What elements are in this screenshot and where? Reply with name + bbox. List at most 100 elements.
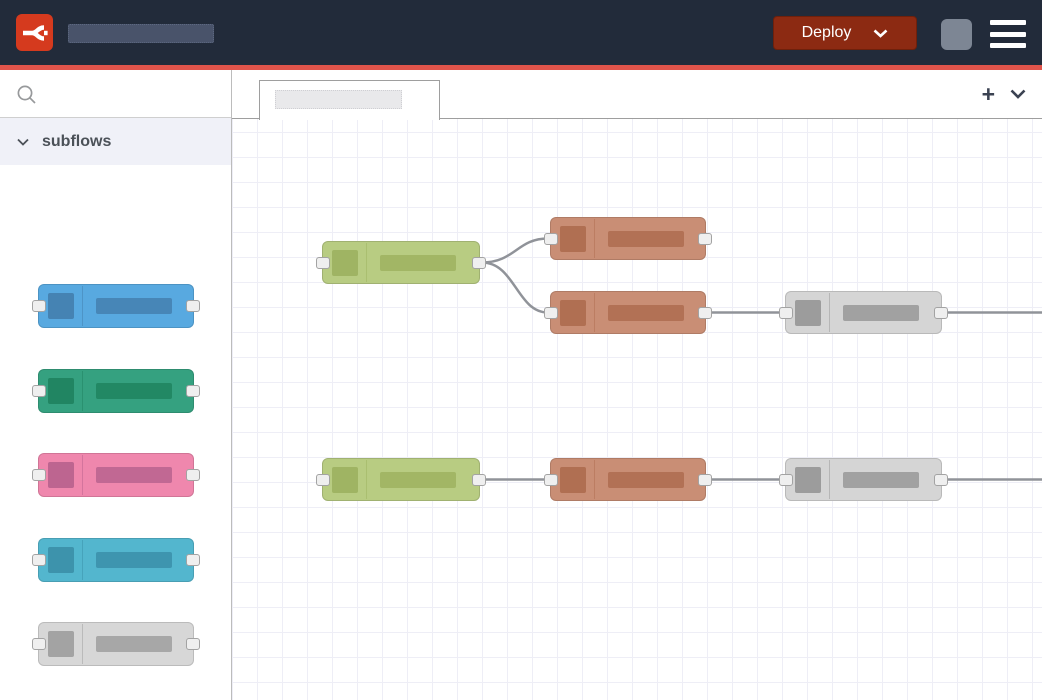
output-port[interactable]	[698, 473, 712, 486]
workspace: +	[232, 70, 1042, 700]
node-icon-divider	[829, 293, 830, 332]
input-port[interactable]	[779, 306, 793, 319]
input-port[interactable]	[316, 256, 330, 269]
palette-subflow-cyan[interactable]	[32, 538, 200, 582]
hamburger-menu-icon[interactable]	[990, 20, 1026, 48]
hamburger-bar	[990, 31, 1026, 37]
input-port[interactable]	[544, 232, 558, 245]
output-port[interactable]	[472, 256, 486, 269]
palette-subflow-pink[interactable]	[32, 453, 200, 497]
header-accent-line	[0, 65, 1042, 70]
hamburger-bar	[990, 43, 1026, 48]
wire-olive1-to-salmon1[interactable]	[481, 237, 549, 264]
flow-canvas[interactable]	[232, 119, 1042, 700]
palette-category-subflows[interactable]: subflows	[0, 118, 231, 165]
add-flow-button[interactable]: +	[981, 80, 995, 107]
node-icon-divider	[82, 371, 83, 411]
deploy-label: Deploy	[801, 24, 852, 41]
input-port[interactable]	[544, 306, 558, 319]
wires-svg	[481, 237, 1042, 481]
node-label-placeholder	[380, 254, 456, 271]
app-header: Deploy	[0, 0, 1042, 65]
input-port[interactable]	[544, 473, 558, 486]
node-icon-divider	[594, 460, 595, 499]
node-icon	[795, 299, 821, 326]
node-icon-divider	[594, 293, 595, 332]
output-port[interactable]	[186, 638, 200, 650]
deploy-options-chevron[interactable]	[873, 29, 888, 38]
node-icon	[332, 466, 358, 493]
node-icon	[48, 378, 74, 404]
node-label-placeholder	[96, 383, 172, 399]
flow-node-gray-1[interactable]	[779, 291, 948, 334]
node-red-logo	[16, 14, 53, 51]
palette-list	[0, 165, 232, 700]
output-port[interactable]	[186, 300, 200, 312]
input-port[interactable]	[32, 385, 46, 397]
palette-subflow-blue[interactable]	[32, 284, 200, 328]
output-port[interactable]	[698, 232, 712, 245]
user-avatar[interactable]	[941, 19, 972, 50]
node-red-logo-icon	[22, 24, 48, 41]
node-icon-divider	[594, 219, 595, 258]
node-icon-divider	[829, 460, 830, 499]
flow-node-salmon-1[interactable]	[544, 217, 712, 260]
node-label-placeholder	[608, 304, 684, 321]
input-port[interactable]	[32, 300, 46, 312]
chevron-down-icon	[17, 138, 29, 146]
palette-search[interactable]	[0, 70, 231, 118]
node-label-placeholder	[843, 304, 919, 321]
chevron-down-icon	[874, 29, 888, 38]
palette-subflow-green[interactable]	[32, 369, 200, 413]
output-port[interactable]	[186, 385, 200, 397]
node-label-placeholder	[96, 636, 172, 652]
output-port[interactable]	[186, 554, 200, 566]
node-icon	[48, 462, 74, 488]
wire-olive1-to-salmon2[interactable]	[481, 261, 549, 314]
node-label-placeholder	[608, 230, 684, 247]
output-port[interactable]	[186, 469, 200, 481]
node-label-placeholder	[380, 471, 456, 488]
node-icon	[48, 547, 74, 573]
flow-node-olive-2[interactable]	[316, 458, 486, 501]
input-port[interactable]	[316, 473, 330, 486]
node-icon	[795, 466, 821, 493]
active-flow-tab[interactable]	[259, 80, 440, 120]
node-label-placeholder	[96, 467, 172, 483]
main-sidebar: subflows	[0, 70, 232, 700]
deploy-button[interactable]: Deploy	[773, 16, 917, 50]
node-icon-divider	[82, 286, 83, 326]
output-port[interactable]	[472, 473, 486, 486]
flow-list-button[interactable]	[1010, 89, 1026, 99]
node-label-placeholder	[608, 471, 684, 488]
output-port[interactable]	[934, 306, 948, 319]
input-port[interactable]	[32, 554, 46, 566]
hamburger-bar	[990, 20, 1026, 25]
output-port[interactable]	[698, 306, 712, 319]
search-icon	[17, 85, 36, 104]
node-icon-divider	[366, 243, 367, 282]
node-label-placeholder	[843, 471, 919, 488]
node-icon	[560, 225, 586, 252]
input-port[interactable]	[32, 469, 46, 481]
node-icon	[48, 293, 74, 319]
flow-node-salmon-3[interactable]	[544, 458, 712, 501]
tab-label-placeholder	[275, 90, 402, 109]
node-icon-divider	[366, 460, 367, 499]
chevron-down-icon	[1010, 89, 1026, 99]
tab-actions: +	[982, 70, 1026, 118]
node-icon-divider	[82, 540, 83, 580]
flow-node-gray-2[interactable]	[779, 458, 948, 501]
input-port[interactable]	[779, 473, 793, 486]
output-port[interactable]	[934, 473, 948, 486]
flow-node-salmon-2[interactable]	[544, 291, 712, 334]
header-title-placeholder	[68, 24, 214, 43]
node-icon	[560, 299, 586, 326]
node-icon-divider	[82, 455, 83, 495]
input-port[interactable]	[32, 638, 46, 650]
node-icon	[48, 631, 74, 657]
node-label-placeholder	[96, 298, 172, 314]
palette-subflow-gray-1[interactable]	[32, 622, 200, 666]
flow-node-olive-1[interactable]	[316, 241, 486, 284]
